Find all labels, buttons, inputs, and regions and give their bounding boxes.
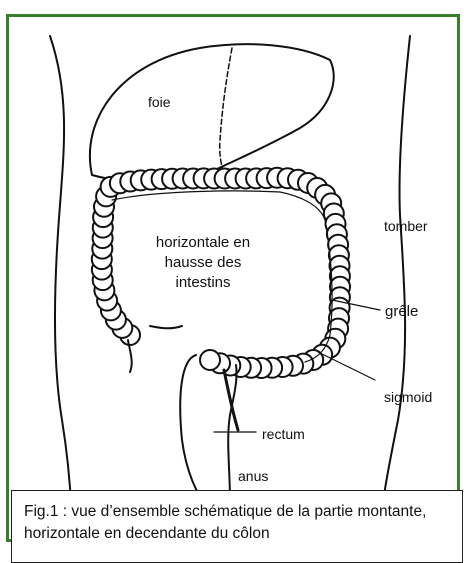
ileum [150, 326, 182, 328]
body-outline-right [380, 36, 410, 540]
label-grele: grêle [385, 302, 418, 322]
label-sigmoid: sigmoid [384, 387, 432, 407]
liver-lobe-line [220, 48, 232, 172]
colon-haustrum [200, 350, 220, 370]
liver-outline [90, 44, 334, 181]
pointer-sigmoid [318, 352, 375, 380]
label-rectum: rectum [262, 424, 305, 444]
label-anus: anus [238, 466, 268, 486]
body-outline [50, 36, 72, 540]
label-tomber: tomber [384, 216, 428, 236]
figure-caption: Fig.1 : vue d’ensemble schématique de la… [11, 490, 463, 563]
label-horizontale: horizontale en hausse des intestins [140, 233, 266, 293]
label-foie: foie [148, 92, 171, 112]
